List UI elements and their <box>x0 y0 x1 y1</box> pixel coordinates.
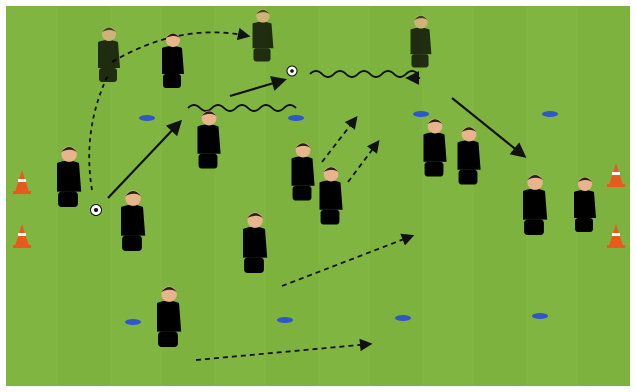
marker-disc <box>125 319 141 325</box>
ball-icon <box>91 205 102 216</box>
marker-disc <box>277 317 293 323</box>
ball-icon <box>287 66 297 76</box>
marker-disc <box>542 111 558 117</box>
marker-disc <box>288 115 304 121</box>
marker-disc <box>139 115 155 121</box>
marker-disc <box>395 315 411 321</box>
grass-stripe <box>6 6 58 386</box>
marker-disc <box>532 313 548 319</box>
grass-stripe <box>214 6 266 386</box>
grass-stripe <box>422 6 474 386</box>
marker-disc <box>413 111 429 117</box>
